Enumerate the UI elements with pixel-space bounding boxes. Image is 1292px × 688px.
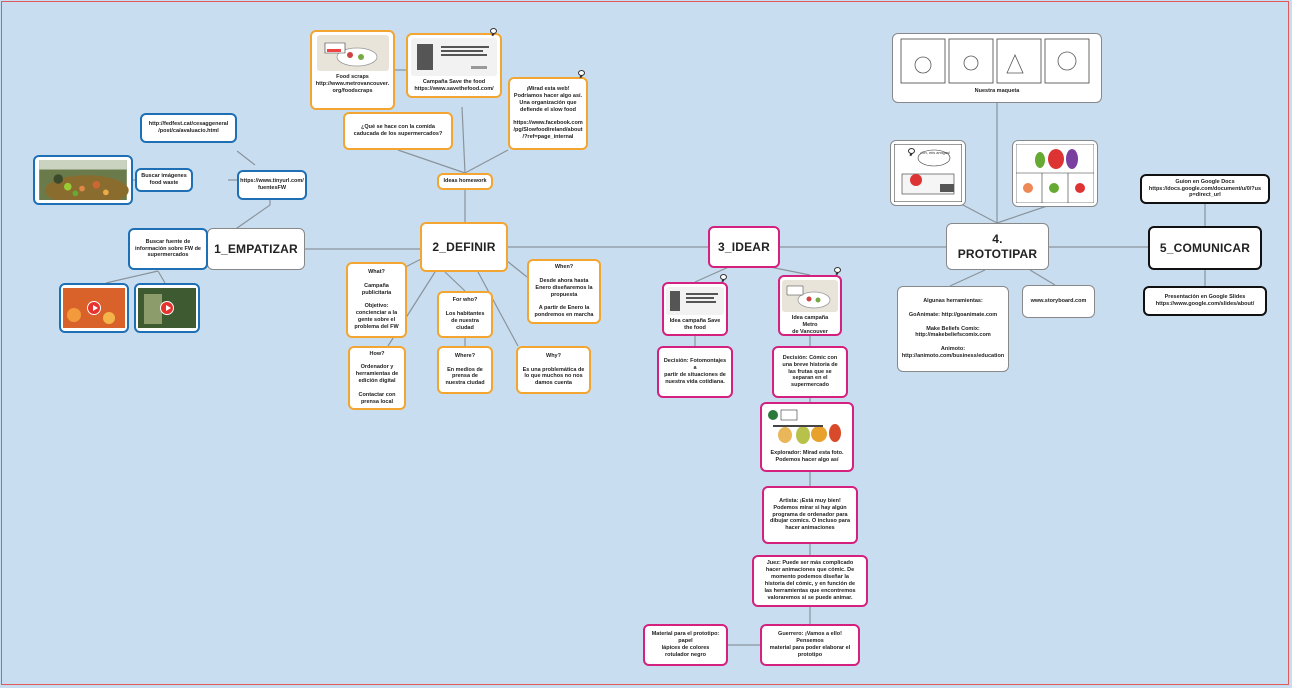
- comment-icon[interactable]: [578, 70, 585, 76]
- when-node[interactable]: When? Desde ahora hasta Enero diseñaremo…: [527, 259, 601, 324]
- play-icon[interactable]: [160, 301, 174, 315]
- video-node-2[interactable]: [134, 283, 200, 333]
- video-node-1[interactable]: [59, 283, 129, 333]
- where-node[interactable]: Where? En medios de prensa de nuestra ci…: [437, 346, 493, 394]
- metro-vancouver-thumbnail: [782, 280, 838, 312]
- search-images-node[interactable]: Buscar imágenes food waste: [135, 168, 193, 192]
- video-thumbnail: [63, 288, 125, 328]
- save-food-node[interactable]: Campaña Save the food https://www.saveth…: [406, 33, 502, 98]
- artista-node[interactable]: Artista: ¡Está muy bien! Podemos mirar s…: [762, 486, 858, 544]
- guion-node[interactable]: Guion en Google Docs https://docs.google…: [1140, 174, 1270, 204]
- explorador-text: Explorador: Mirad esta foto. Podemos hac…: [770, 450, 844, 463]
- search-sources-node[interactable]: Buscar fuente de información sobre FW de…: [128, 228, 208, 270]
- topic-empatizar[interactable]: 1_EMPATIZAR: [207, 228, 305, 270]
- maqueta-node[interactable]: Nuestra maqueta: [892, 33, 1102, 103]
- topic-definir[interactable]: 2_DEFINIR: [420, 222, 508, 272]
- comic-cartoon-node[interactable]: [890, 140, 966, 206]
- juez-node[interactable]: Juez: Puede ser más complicado hacer ani…: [752, 555, 868, 607]
- comment-icon[interactable]: [908, 148, 915, 154]
- comment-icon[interactable]: [834, 267, 841, 273]
- mirad-web-node[interactable]: ¡Mirad esta web! Podríamos hacer algo as…: [508, 77, 588, 150]
- topic-prototipar[interactable]: 4. PROTOTIPAR: [946, 223, 1049, 270]
- idea-save-food-text: Idea campaña Save the food: [669, 318, 721, 331]
- storyboard-sketch-image: [899, 37, 1095, 85]
- maqueta-text: Nuestra maqueta: [974, 88, 1020, 94]
- comment-icon[interactable]: [720, 274, 727, 280]
- herramientas-node[interactable]: Algunas herramientas: GoAnimate: http://…: [897, 286, 1009, 372]
- comment-icon[interactable]: [490, 28, 497, 34]
- food-scraps-text: Food scraps http://www.metrovancouver. o…: [315, 74, 390, 94]
- idea-metro-node[interactable]: Idea campaña Metro de Vancouver: [778, 275, 842, 336]
- food-scraps-node[interactable]: Food scraps http://www.metrovancouver. o…: [310, 30, 395, 110]
- link-node-tinyurl[interactable]: https://www.tinyurl.com/ fuentesFW: [237, 170, 307, 200]
- fruit-comic-image: [765, 407, 849, 447]
- fruit-comic-strip-image: [1016, 144, 1094, 203]
- decision-comic-node[interactable]: Decisión: Cómic con una breve historia d…: [772, 346, 848, 398]
- idea-save-food-node[interactable]: Idea campaña Save the food: [662, 282, 728, 336]
- topic-comunicar[interactable]: 5_COMUNICAR: [1148, 226, 1262, 270]
- image-node-food-waste[interactable]: [33, 155, 133, 205]
- topic-idear[interactable]: 3_IDEAR: [708, 226, 780, 268]
- food-waste-photo: [39, 160, 129, 200]
- save-food-image: [411, 38, 497, 76]
- ideas-homework-node[interactable]: Ideas homework: [437, 173, 493, 190]
- presentacion-node[interactable]: Presentación en Google Slides https://ww…: [1143, 286, 1267, 316]
- decision-fotomontajes-node[interactable]: Decisión: Fotomontajes a partir de situa…: [657, 346, 733, 398]
- material-node[interactable]: Material para el prototipo: papel lápice…: [643, 624, 728, 666]
- comic-cartoon-image: [894, 144, 962, 202]
- storyboard-node[interactable]: www.storyboard.com: [1022, 285, 1095, 318]
- food-scraps-image: [316, 35, 389, 71]
- save-food-thumbnail: [666, 287, 724, 315]
- play-icon[interactable]: [87, 301, 101, 315]
- explorador-node[interactable]: Explorador: Mirad esta foto. Podemos hac…: [760, 402, 854, 472]
- fruit-comic-strip-node[interactable]: [1012, 140, 1098, 207]
- question-node[interactable]: ¿Qué se hace con la comida caducada de l…: [343, 112, 453, 150]
- why-node[interactable]: Why? Es una problemática de lo que mucho…: [516, 346, 591, 394]
- how-node[interactable]: How? Ordenador y herramientas de edición…: [348, 346, 406, 410]
- comic-caption: ¡Oh, mis amigas!: [920, 150, 951, 155]
- what-node[interactable]: What? Campaña publicitaria Objetivo: con…: [346, 262, 407, 338]
- guerrero-node[interactable]: Guerrero: ¡Vamos a ello! Pensemos materi…: [760, 624, 860, 666]
- for-who-node[interactable]: For who? Los habitantes de nuestra ciuda…: [437, 291, 493, 338]
- video-thumbnail: [138, 288, 196, 328]
- save-food-text: Campaña Save the food https://www.saveth…: [414, 79, 494, 92]
- idea-metro-text: Idea campaña Metro de Vancouver: [791, 315, 829, 335]
- link-node-fedfest[interactable]: http://fedfest.cat/cesaggeneral /post/ca…: [140, 113, 237, 143]
